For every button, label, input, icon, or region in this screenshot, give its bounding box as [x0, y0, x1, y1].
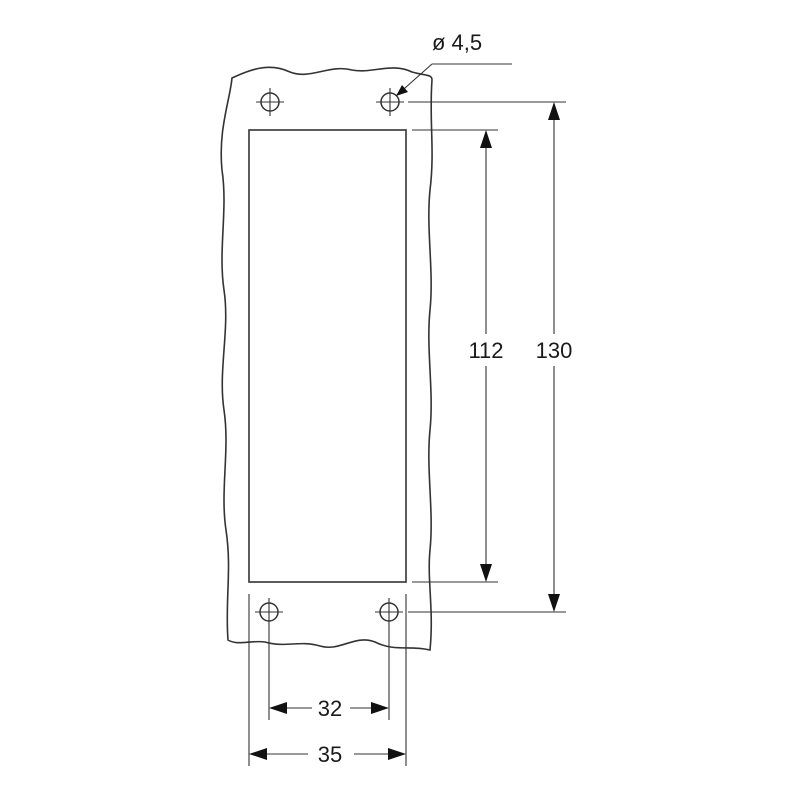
- mounting-hole-bottom-left: [255, 598, 283, 626]
- hole-spacing-label: 32: [318, 696, 342, 721]
- mounting-hole-bottom-right: [375, 598, 403, 626]
- outer-width-label: 35: [318, 742, 342, 767]
- plate-outline: [220, 66, 433, 652]
- dimension-outer-width: [249, 748, 406, 760]
- cutout-rectangle: [248, 129, 407, 583]
- hole-diameter-label: ø 4,5: [432, 30, 482, 55]
- dimension-hole-spacing: [269, 702, 389, 714]
- outer-height-label: 130: [536, 338, 573, 363]
- mounting-hole-top-left: [256, 88, 284, 116]
- mounting-hole-top-right: [376, 88, 404, 116]
- inner-height-label: 112: [468, 338, 503, 363]
- hole-diameter-leader: [395, 63, 512, 97]
